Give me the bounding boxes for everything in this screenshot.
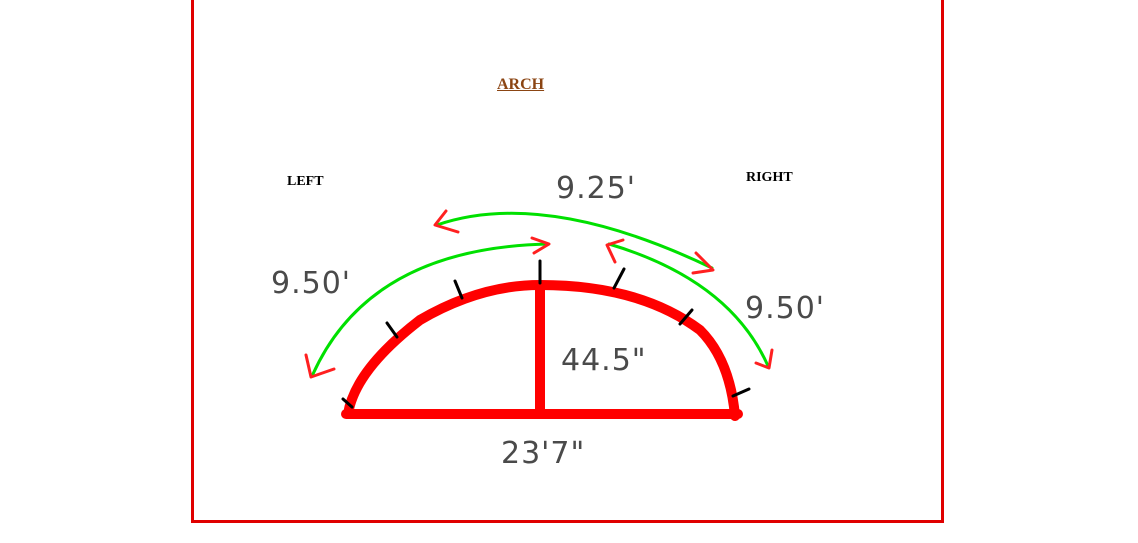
arrowhead-icon: [433, 209, 460, 234]
arrowhead-icon: [530, 236, 551, 255]
left-label: LEFT: [287, 174, 324, 189]
tick-marks: [341, 259, 751, 409]
arrowhead-icon: [304, 353, 336, 379]
arrowhead-icon: [605, 238, 625, 264]
tick-mark: [612, 267, 626, 290]
tick-mark: [453, 279, 464, 300]
height-dimension: 44.5": [561, 343, 647, 378]
tick-mark: [731, 387, 751, 398]
right-arc-dimension: 9.50': [745, 291, 825, 326]
span-dimension: 23'7": [501, 436, 585, 471]
left-arc-line: [311, 242, 550, 376]
tick-mark: [678, 308, 694, 326]
tick-mark: [341, 397, 354, 409]
diagram-title: ARCH: [497, 76, 545, 93]
right-label: RIGHT: [746, 170, 793, 185]
left-arc-dimension: 9.50': [271, 266, 351, 301]
arrowhead-icon: [691, 251, 715, 275]
tick-mark: [385, 321, 399, 339]
arch-curve: [343, 280, 740, 421]
top-arc-line: [435, 211, 714, 270]
diagram-frame: [191, 0, 944, 523]
arrowhead-icon: [754, 348, 774, 370]
top-arc-dimension: 9.25': [556, 171, 636, 206]
right-arc-line: [607, 242, 770, 368]
